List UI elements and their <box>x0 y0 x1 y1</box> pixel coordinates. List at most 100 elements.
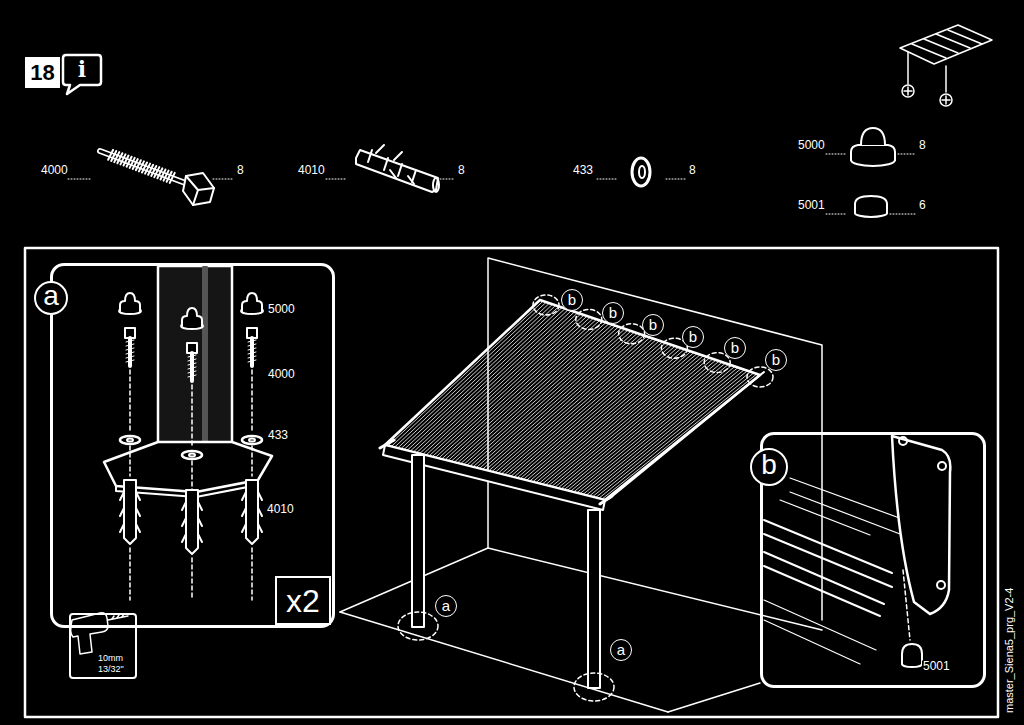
fixing-stack <box>126 340 134 342</box>
info-symbol: i <box>77 57 87 81</box>
detail-panel: b <box>760 432 986 688</box>
info-bubble <box>63 55 101 94</box>
detail-marker <box>398 612 438 640</box>
drill-icon <box>71 613 108 654</box>
document-code: master_Siena5_prg_V2-4 <box>1003 587 1015 714</box>
roof-slat <box>589 370 744 496</box>
detail-marker <box>574 673 614 701</box>
leader-dots <box>68 179 92 180</box>
fixing-stack <box>120 492 140 500</box>
callout-letter: b <box>689 329 697 346</box>
fixing-stack <box>191 558 193 600</box>
roof-slat <box>574 364 729 492</box>
washer-part <box>639 166 645 178</box>
fixing-stack <box>188 363 196 365</box>
detail-panel: ax210mm 13/32" <box>50 263 335 628</box>
fixing-stack <box>191 461 193 491</box>
step-number-box: 18 <box>25 57 60 88</box>
leader-dots <box>890 214 916 215</box>
fixing-stack <box>182 502 202 510</box>
gutter-end-detail <box>903 570 910 640</box>
leader-dots <box>597 179 618 180</box>
part-number: 5000 <box>267 303 296 316</box>
quantity-text: x2 <box>286 585 320 617</box>
callout-letter: b <box>731 340 739 357</box>
roof-slat <box>570 363 725 491</box>
screw-thread <box>170 173 175 183</box>
fixing-stack <box>242 492 262 500</box>
part-number: 4000 <box>267 368 296 381</box>
wall-and-floor <box>340 258 822 712</box>
part-number: 5001 <box>922 660 951 673</box>
drill-size: 10mm 13/32" <box>98 653 132 674</box>
callout-circle: a <box>610 639 632 661</box>
leader-dots <box>666 179 686 180</box>
screw-part <box>198 188 214 190</box>
fixing-stack <box>129 370 131 432</box>
info-bubble <box>63 55 101 94</box>
fixing-stack <box>120 293 140 311</box>
roof-slat <box>486 334 641 470</box>
callout-circle: b <box>765 349 787 371</box>
overview-thumbnail <box>904 87 950 104</box>
fixing-stack <box>188 355 196 357</box>
gutter-end-detail <box>764 600 876 664</box>
fixing-stack <box>126 356 134 358</box>
roof-slat <box>492 336 647 471</box>
wall-and-floor <box>340 612 668 712</box>
fixing-stack <box>129 446 131 476</box>
quantity: 6 <box>918 199 927 212</box>
pergola <box>412 455 424 627</box>
quantity: 8 <box>457 164 466 177</box>
detail-marker <box>533 295 559 315</box>
detail-marker <box>576 309 602 329</box>
fixing-stack <box>182 534 202 542</box>
overview-thumbnail <box>912 30 982 58</box>
part-number: 433 <box>267 429 289 442</box>
detail-marker <box>747 367 773 387</box>
drill-icon <box>71 613 128 654</box>
quantity: 8 <box>918 139 927 152</box>
fixing-stack <box>126 360 134 362</box>
part-number: 433 <box>572 164 594 177</box>
fixing-stack <box>186 490 198 554</box>
fixing-stack <box>188 359 196 361</box>
quantity-box: x2 <box>275 576 331 625</box>
roof-slat <box>470 329 625 466</box>
fixing-stack <box>248 356 256 358</box>
callout-circle: b <box>642 314 664 336</box>
fixing-stack <box>126 352 134 354</box>
fixing-stack <box>191 385 193 447</box>
washer-part <box>632 158 650 186</box>
gutter-end-detail <box>902 644 922 664</box>
fixing-stack <box>246 480 258 544</box>
callout-letter: a <box>617 642 625 659</box>
fixing-stack <box>120 524 140 532</box>
post-base-detail <box>158 266 232 448</box>
detail-marker <box>398 295 773 701</box>
fixing-stack <box>188 367 196 369</box>
pergola <box>588 510 600 688</box>
pergola <box>605 372 764 500</box>
fixing-stack <box>119 293 141 600</box>
part-number: 5001 <box>797 199 826 212</box>
fixing-stack <box>242 293 262 311</box>
gutter-end-detail <box>937 581 945 589</box>
post-base-detail <box>202 268 208 446</box>
leader-dots <box>437 179 455 180</box>
fixing-stack <box>127 439 133 442</box>
gutter-end-detail <box>892 436 950 614</box>
screw-part <box>100 151 188 184</box>
illustration <box>25 25 998 717</box>
step-frame <box>25 248 998 717</box>
fixing-stack <box>249 439 255 442</box>
overview-thumbnail <box>945 66 947 92</box>
roof-slat <box>479 332 634 468</box>
wall-plug-part <box>376 145 414 184</box>
roof-slat <box>476 331 631 468</box>
fixing-stack <box>242 508 262 516</box>
screw-part <box>183 173 214 205</box>
callout-circle: b <box>724 337 746 359</box>
fixing-stack <box>129 548 131 600</box>
post-base-detail <box>104 266 272 600</box>
